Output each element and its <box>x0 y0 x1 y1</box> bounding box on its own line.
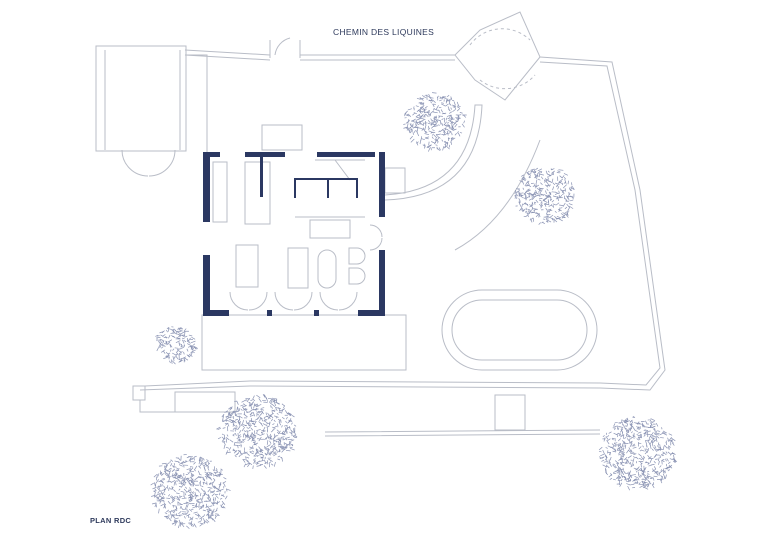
site-lines <box>95 11 666 437</box>
pool <box>441 289 598 371</box>
boundary-wall-inner <box>144 54 661 387</box>
terrace <box>201 314 407 371</box>
bench <box>309 219 351 239</box>
carport-door <box>121 149 176 177</box>
garden-path <box>384 104 483 201</box>
tree-icon <box>216 394 298 470</box>
french-doors <box>229 291 358 311</box>
lower-path <box>324 429 601 437</box>
tree-icon <box>514 167 575 225</box>
tree-icon <box>403 92 467 152</box>
carport <box>95 45 187 152</box>
boundary-wall <box>139 49 666 391</box>
dining-table <box>235 244 259 288</box>
garden-steps <box>132 124 526 431</box>
tree-icon <box>598 415 678 491</box>
furniture <box>212 159 383 311</box>
coffee-table <box>317 249 337 289</box>
house-walls <box>203 152 385 316</box>
plan-title: PLAN RDC <box>90 516 132 525</box>
tree-icon <box>155 326 198 365</box>
entrance-gate <box>454 11 541 101</box>
sofa <box>287 247 309 289</box>
tree-icon <box>150 454 231 529</box>
trees <box>150 92 678 529</box>
road-label: CHEMIN DES LIQUINES <box>333 27 435 37</box>
